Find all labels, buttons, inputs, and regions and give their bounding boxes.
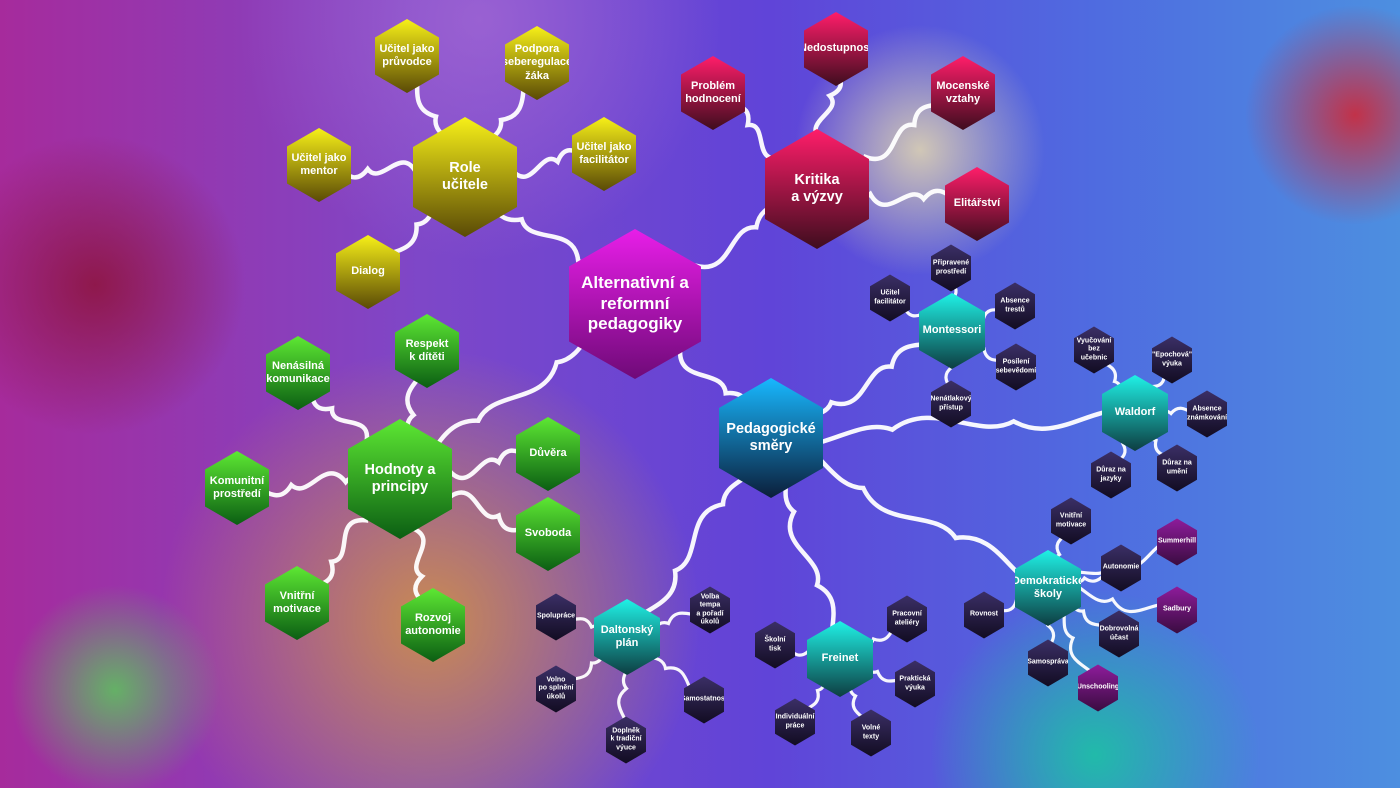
node-label: Rozvoj autonomie bbox=[405, 611, 461, 637]
node-label: Učitel facilitátor bbox=[874, 289, 906, 305]
school-democratic-hex: Demokratické školy bbox=[1015, 550, 1081, 626]
role-item-hex: Učitel jako facilitátor bbox=[572, 117, 636, 191]
node-label: Montessori bbox=[922, 324, 982, 337]
critique-item-hex: Mocenské vztahy bbox=[931, 56, 995, 130]
node-label: Unschooling bbox=[1076, 683, 1120, 691]
node-label: Nenátlakový přístup bbox=[930, 395, 972, 411]
node-label: Mocenské vztahy bbox=[936, 79, 990, 105]
node-label: Důraz na umění bbox=[1162, 459, 1192, 475]
node-label: Role učitele bbox=[442, 159, 488, 193]
node-label: Summerhill bbox=[1157, 537, 1197, 545]
node-label: Demokratické školy bbox=[1011, 574, 1085, 600]
node-label: Nenásilná komunikace bbox=[266, 359, 330, 385]
node-label: Nedostupnost bbox=[799, 42, 873, 55]
values-item-hex: Respekt k dítěti bbox=[395, 314, 459, 388]
node-label: Individuální práce bbox=[775, 713, 815, 729]
node-label: "Epochová" výuka bbox=[1151, 351, 1193, 367]
node-label: Alternativní a reformní pedagogiky bbox=[581, 273, 689, 334]
node-label: Volba tempa a pořadí úkolů bbox=[696, 593, 724, 626]
central-topic-hex: Alternativní a reformní pedagogiky bbox=[569, 229, 701, 379]
critique-item-hex: Problém hodnocení bbox=[681, 56, 745, 130]
branch-role-hex: Role učitele bbox=[413, 117, 517, 237]
node-label: Absence známkování bbox=[1186, 405, 1228, 421]
values-item-hex: Nenásilná komunikace bbox=[266, 336, 330, 410]
node-label: Vnitřní motivace bbox=[1055, 512, 1087, 528]
node-label: Hodnoty a principy bbox=[364, 461, 436, 495]
node-label: Komunitní prostředí bbox=[209, 474, 265, 500]
node-label: Učitel jako průvodce bbox=[379, 42, 435, 68]
node-label: Vnitřní motivace bbox=[273, 589, 321, 615]
montessori-item-hex: Nenátlakový přístup bbox=[930, 380, 972, 428]
node-label: Sadbury bbox=[1162, 605, 1191, 613]
node-label: Důvěra bbox=[529, 447, 567, 460]
node-label: Freinet bbox=[821, 652, 859, 665]
node-label: Učitel jako facilitátor bbox=[576, 140, 632, 166]
node-label: Rovnost bbox=[970, 610, 998, 618]
values-item-hex: Důvěra bbox=[516, 417, 580, 491]
node-label: Waldorf bbox=[1114, 406, 1156, 419]
node-label: Autonomie bbox=[1102, 563, 1140, 571]
node-label: Pedagogické směry bbox=[726, 420, 816, 454]
node-label: Posílení sebevědomí bbox=[995, 358, 1037, 374]
node-label: Samospráva bbox=[1027, 658, 1069, 666]
role-item-hex: Podpora seberegulace žáka bbox=[505, 26, 569, 100]
node-label: Pracovní ateliéry bbox=[892, 610, 922, 626]
branch-values-hex: Hodnoty a principy bbox=[348, 419, 452, 539]
node-label: Školní tisk bbox=[764, 636, 786, 652]
critique-item-hex: Elitářství bbox=[945, 167, 1009, 241]
montessori-item-hex: Učitel facilitátor bbox=[870, 274, 910, 322]
node-label: Spolupráce bbox=[536, 612, 576, 620]
node-label: Problém hodnocení bbox=[685, 79, 741, 105]
node-label: Samostatnost bbox=[680, 695, 728, 703]
node-label: Důraz na jazyky bbox=[1096, 466, 1126, 482]
node-label: Kritika a výzvy bbox=[791, 171, 843, 205]
node-label: Svoboda bbox=[524, 527, 572, 540]
node-label: Doplněk k tradiční výuce bbox=[610, 727, 642, 752]
node-label: Absence trestů bbox=[1000, 297, 1030, 313]
school-freinet-hex: Freinet bbox=[807, 621, 873, 697]
node-label: Dialog bbox=[351, 265, 385, 278]
node-label: Učitel jako mentor bbox=[291, 151, 347, 177]
node-label: Daltonský plán bbox=[600, 623, 654, 649]
node-label: Dobrovolná účast bbox=[1099, 625, 1139, 641]
node-label: Připravené prostředí bbox=[932, 259, 970, 275]
node-label: Praktická výuka bbox=[899, 675, 931, 691]
node-label: Podpora seberegulace žáka bbox=[501, 43, 573, 82]
node-label: Volno po splnění úkolů bbox=[538, 676, 574, 701]
montessori-item-hex: Připravené prostředí bbox=[931, 244, 971, 292]
school-dalton-hex: Daltonský plán bbox=[594, 599, 660, 675]
node-label: Respekt k dítěti bbox=[405, 337, 449, 363]
critique-item-hex: Nedostupnost bbox=[804, 12, 868, 86]
node-label: Volné texty bbox=[861, 724, 881, 740]
node-label: Vyučování bez učebnic bbox=[1076, 337, 1112, 362]
node-label: Elitářství bbox=[953, 197, 1001, 210]
